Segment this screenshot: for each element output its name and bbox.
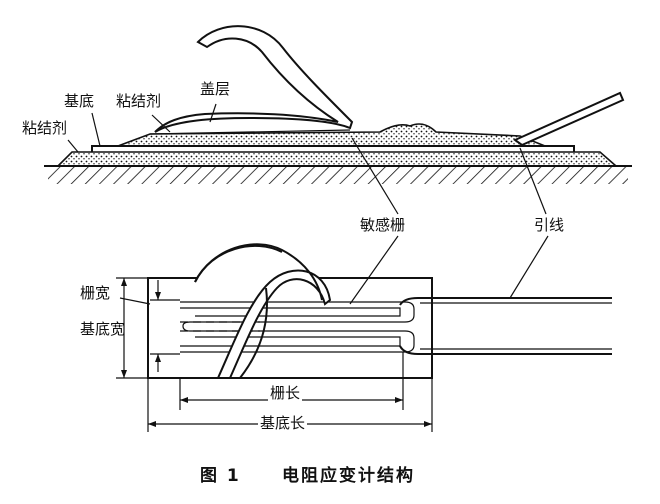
lower-adhesive-layer: [56, 151, 619, 167]
cover-layer-flat: [149, 129, 351, 135]
leader-adhesive-top: [151, 114, 171, 133]
leader-lead-plan: [509, 235, 549, 299]
leader-lead-top: [519, 147, 547, 215]
label-substrate-width: 基底宽: [80, 320, 126, 338]
cover-curl-plan: [194, 243, 332, 379]
leader-grid-width: [119, 297, 151, 305]
cross-section-view: [44, 25, 632, 215]
label-substrate-top: 基底: [64, 92, 95, 110]
leader-cover: [209, 103, 217, 123]
label-adhesive-top: 粘结剂: [116, 92, 162, 110]
plan-view: [116, 235, 612, 432]
label-grid-length: 栅长: [268, 384, 303, 402]
label-grid-width: 栅宽: [80, 284, 111, 302]
upper-adhesive-layer: [117, 123, 546, 147]
lead-wire-plan-top: [399, 297, 612, 306]
leader-grid-plan: [349, 235, 399, 305]
cover-layer-curl: [154, 25, 354, 133]
leader-substrate: [91, 112, 101, 147]
label-sensitive-grid: 敏感栅: [360, 216, 406, 234]
label-lead-wire: 引线: [534, 216, 565, 234]
lead-wire-section: [512, 91, 625, 147]
label-adhesive-left: 粘结剂: [22, 119, 68, 137]
substrate-layer: [91, 145, 575, 152]
label-cover: 盖层: [200, 80, 231, 98]
figure-title: 电阻应变计结构: [282, 466, 415, 486]
lead-wire-plan-bottom: [399, 345, 612, 355]
ground-hatch: [48, 166, 628, 184]
sensitive-grid-plan: [180, 301, 415, 353]
leader-grid-top: [351, 137, 399, 215]
label-substrate-length: 基底长: [258, 414, 308, 432]
leader-adhesive-left: [67, 139, 79, 153]
figure-number: 图 1: [200, 466, 241, 486]
